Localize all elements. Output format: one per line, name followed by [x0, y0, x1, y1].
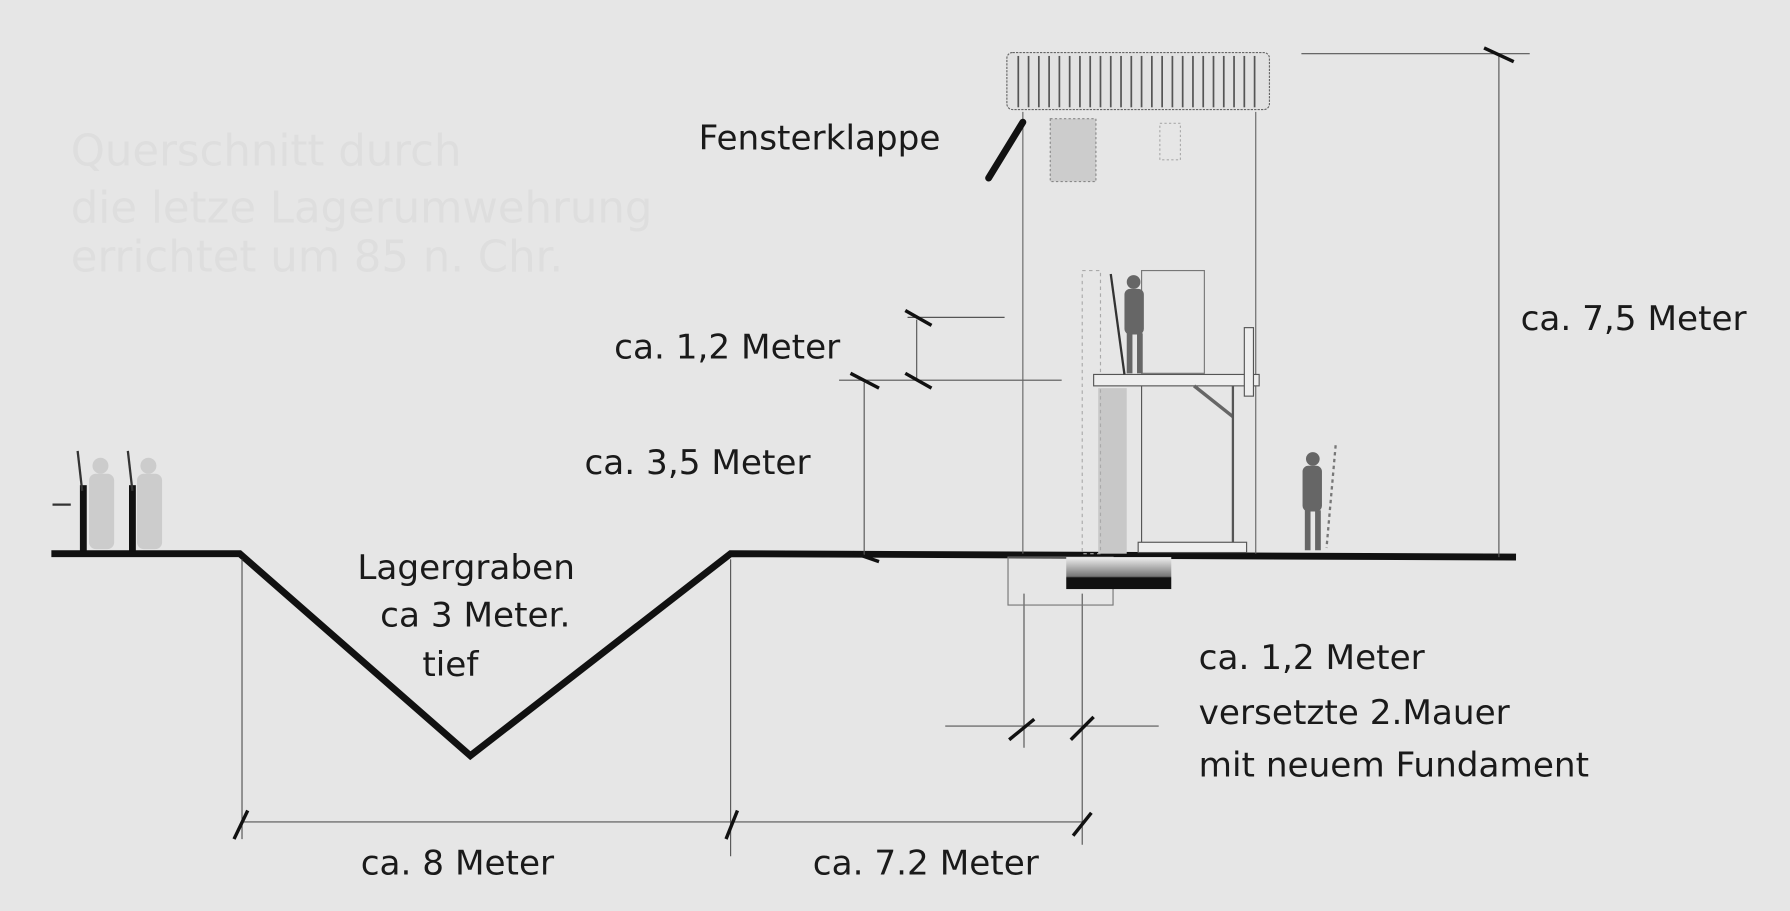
watchtower [985, 51, 1271, 606]
walkway-platform [1093, 373, 1260, 387]
title-line-3: errichtet um 85 n. Chr. [71, 233, 563, 283]
wall-foundation [1066, 557, 1172, 590]
soldier-ground [1302, 445, 1337, 551]
label-ditch-name: Lagergraben [357, 548, 575, 588]
label-ditch-depth: ca 3 Meter. [380, 596, 570, 636]
dimension-ticks [232, 46, 1515, 840]
label-platform-height: ca. 1,2 Meter [614, 327, 841, 367]
window-flap [985, 118, 1027, 182]
soldier-on-platform [1109, 273, 1144, 375]
label-wall-offset-note2: mit neuem Fundament [1199, 745, 1589, 785]
label-wall-offset: ca. 1,2 Meter [1199, 638, 1426, 678]
title-line-1: Querschnitt durch [71, 127, 462, 177]
soldiers-left [52, 450, 163, 552]
tower-window [1049, 118, 1097, 183]
label-ditch-depth-suffix: tief [422, 645, 479, 685]
label-ditch-width: ca. 8 Meter [361, 843, 555, 883]
label-berm-width: ca. 7.2 Meter [813, 843, 1040, 883]
label-wall-height: ca. 3,5 Meter [584, 443, 811, 483]
tower-roof [1006, 51, 1271, 111]
dimension-lines [241, 53, 1530, 857]
label-tower-height: ca. 7,5 Meter [1521, 299, 1748, 339]
faint-title: Querschnitt durch die letze Lagerumwehru… [71, 127, 653, 283]
ground-profile [51, 550, 1517, 761]
label-wall-offset-note1: versetzte 2.Mauer [1199, 693, 1511, 733]
title-line-2: die letze Lagerumwehrung [71, 184, 653, 234]
soldier-figures [52, 273, 1337, 552]
label-window-flap: Fensterklappe [699, 119, 941, 159]
